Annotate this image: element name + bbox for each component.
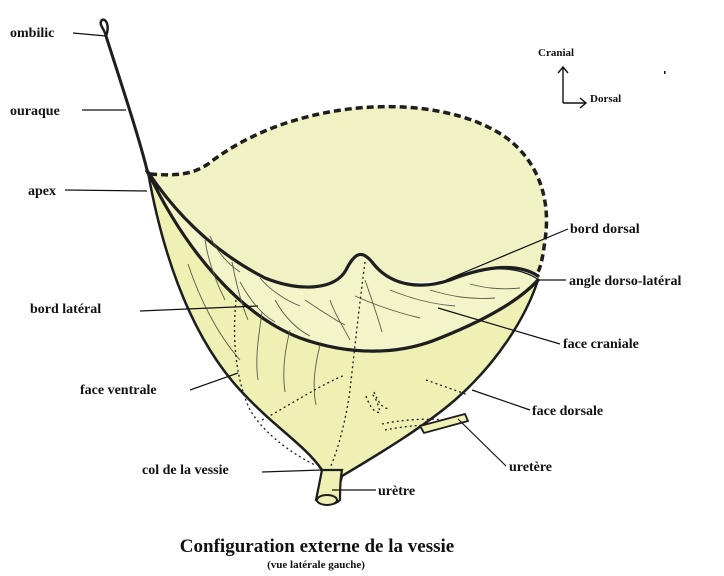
umbilicus-curl [99,18,109,37]
label-uretre: urètre [378,484,415,499]
leader-lines [64,32,569,491]
label-ouraque: ouraque [10,104,60,119]
dome-dashed-outline [149,104,549,273]
dorsal-border-line [146,170,540,289]
labels: ombilic ouraque apex bord latéral face v… [10,26,681,499]
label-face-craniale: face craniale [563,337,639,352]
cranial-arrow-icon [557,65,569,103]
label-bord-lateral: bord latéral [30,302,101,317]
urethra-opening [316,494,338,506]
label-cranial: Cranial [538,47,574,59]
lateral-border-line [146,170,540,353]
dorsal-arrow-icon [563,97,588,109]
caption-title: Configuration externe de la vessie [180,536,454,557]
label-apex: apex [28,184,56,199]
orientation-indicator: Cranial Dorsal [538,47,666,109]
cranial-dome [148,106,547,287]
label-bord-dorsal: bord dorsal [570,222,640,237]
label-face-dorsale: face dorsale [532,404,603,419]
label-ombilic: ombilic [10,26,54,41]
label-dorsal: Dorsal [590,93,621,105]
ventral-face-striations [187,239,321,406]
ureter [418,412,470,435]
caption: Configuration externe de la vessie (vue … [180,536,454,571]
bladder-illustration [99,18,549,506]
urachus-line [104,35,150,175]
label-uretere: uretère [509,460,552,475]
caption-subtitle: (vue latérale gauche) [267,559,365,571]
label-col-vessie: col de la vessie [142,463,229,478]
label-angle-dorso-lateral: angle dorso-latéral [569,274,681,289]
cranial-face [148,172,538,352]
label-face-ventrale: face ventrale [80,383,157,398]
stray-mark [664,71,666,74]
